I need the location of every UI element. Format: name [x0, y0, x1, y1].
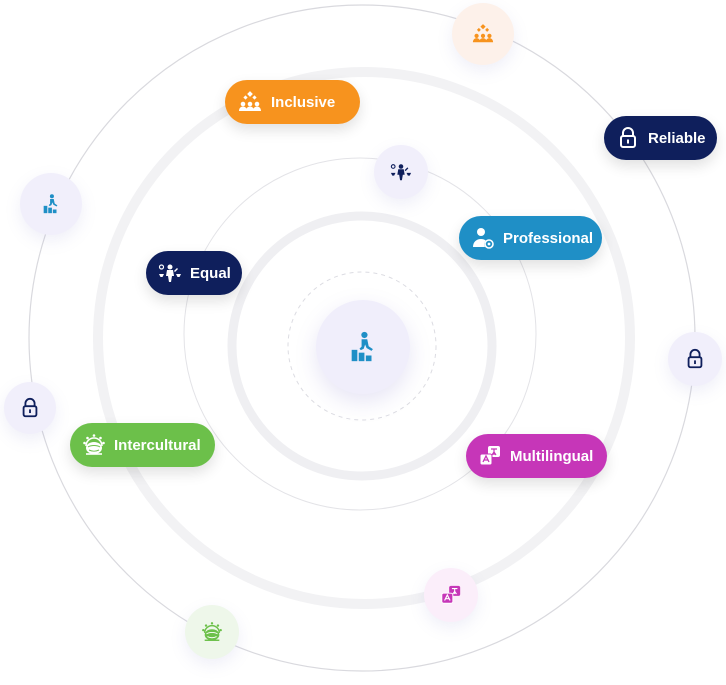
people-network-icon	[472, 24, 494, 43]
wide-orbit-band	[93, 67, 635, 609]
balance-person-icon	[158, 260, 182, 286]
translate-icon	[441, 585, 461, 604]
growth-person-bubble	[20, 173, 82, 235]
lock-bubble-left	[4, 382, 56, 434]
lock-icon	[22, 397, 38, 418]
reliable-label: Reliable	[648, 129, 706, 147]
people-network-bubble	[452, 3, 514, 65]
people-network-icon	[237, 89, 263, 115]
translate-icon	[478, 443, 502, 469]
globe-people-icon	[82, 432, 106, 458]
equal-label: Equal	[190, 264, 231, 282]
globe-people-bubble	[185, 605, 239, 659]
translate-bubble	[424, 568, 478, 622]
reliable-pill[interactable]: Reliable	[604, 116, 717, 160]
professional-person-icon	[471, 225, 495, 251]
equal-pill[interactable]: Equal	[146, 251, 242, 295]
lock-icon	[687, 348, 703, 369]
professional-pill[interactable]: Professional	[459, 216, 602, 260]
lock-bubble-right	[668, 332, 722, 386]
middle-orbit-line	[183, 157, 537, 511]
balance-person-icon	[390, 164, 412, 181]
globe-people-icon	[202, 622, 222, 641]
center-node	[316, 300, 410, 394]
inclusive-pill[interactable]: Inclusive	[225, 80, 360, 124]
intercultural-label: Intercultural	[114, 436, 201, 454]
growth-person-icon	[43, 194, 58, 214]
lock-icon	[616, 125, 640, 151]
inclusive-label: Inclusive	[271, 93, 336, 111]
growth-person-icon	[351, 331, 373, 362]
multilingual-pill[interactable]: Multilingual	[466, 434, 607, 478]
center-dashed-ring	[287, 271, 437, 421]
balance-bubble	[374, 145, 428, 199]
inner-orbit-band	[227, 211, 497, 481]
intercultural-pill[interactable]: Intercultural	[70, 423, 215, 467]
multilingual-label: Multilingual	[510, 447, 594, 465]
professional-label: Professional	[503, 229, 594, 247]
